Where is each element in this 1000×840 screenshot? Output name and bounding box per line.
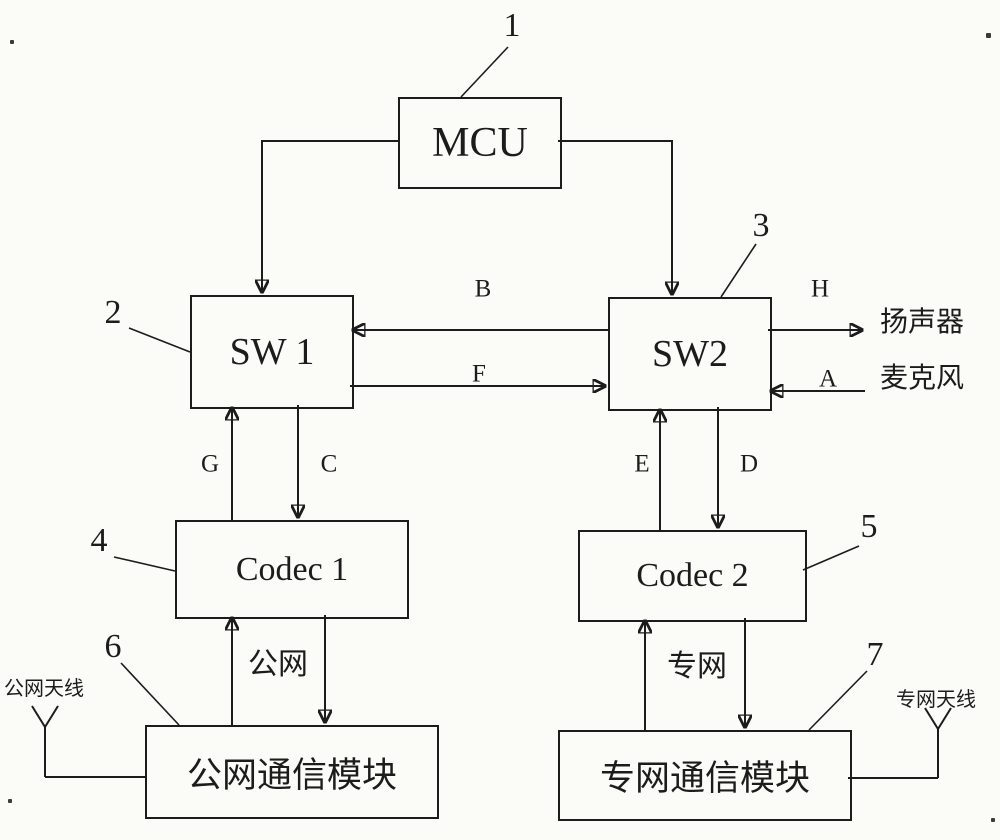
sw2-label: SW2 [652,333,728,375]
public-net-link-label: 公网 [248,648,308,681]
signal-label-b: B [474,275,492,303]
mcu-label: MCU [432,120,528,166]
codec2-box: Codec 2 [578,530,807,622]
arrow-mcu-to-sw1 [262,140,398,292]
scan-artifact [991,818,995,822]
public-antenna-icon [31,705,59,729]
callout-1: 1 [503,7,521,44]
codec1-label: Codec 1 [235,550,349,588]
signal-label-d: D [739,450,759,478]
private-antenna-label: 专网天线 [896,689,976,711]
leader-line-6 [120,662,180,726]
arrow-mcu-to-sw2 [558,140,672,294]
speaker-label: 扬声器 [879,307,965,338]
callout-5: 5 [860,508,878,545]
leader-line-2 [128,327,191,353]
leader-line-5 [802,545,860,571]
leader-line-3 [720,243,757,298]
sw2-box: SW2 [608,297,772,411]
scan-artifact [8,799,12,803]
signal-label-a: A [818,365,838,393]
codec1-box: Codec 1 [175,520,409,619]
callout-2: 2 [104,294,122,331]
microphone-label: 麦克风 [879,363,965,394]
scan-artifact [986,33,991,38]
callout-6: 6 [104,628,122,665]
private-network-module-box: 专网通信模块 [558,730,852,821]
public-network-module-box: 公网通信模块 [145,725,439,819]
private-antenna-icon [924,707,952,731]
callout-4: 4 [90,522,108,559]
private-network-module-label: 专网通信模块 [599,759,810,798]
signal-label-c: C [320,450,338,478]
callout-3: 3 [752,207,770,244]
leader-line-1 [460,46,509,98]
sw1-box: SW 1 [190,295,354,409]
signal-label-g: G [200,450,220,478]
private-net-link-label: 专网 [667,650,727,683]
callout-7: 7 [866,636,884,673]
sw1-label: SW 1 [229,331,315,373]
public-network-module-label: 公网通信模块 [186,755,397,795]
signal-label-h: H [810,275,830,303]
signal-label-f: F [472,360,486,388]
signal-label-e: E [634,450,650,478]
public-antenna-label: 公网天线 [4,678,84,700]
mcu-box: MCU [398,97,562,189]
scan-artifact [10,40,14,44]
leader-line-4 [113,556,176,572]
codec2-label: Codec 2 [636,557,749,594]
leader-line-7 [808,670,868,731]
